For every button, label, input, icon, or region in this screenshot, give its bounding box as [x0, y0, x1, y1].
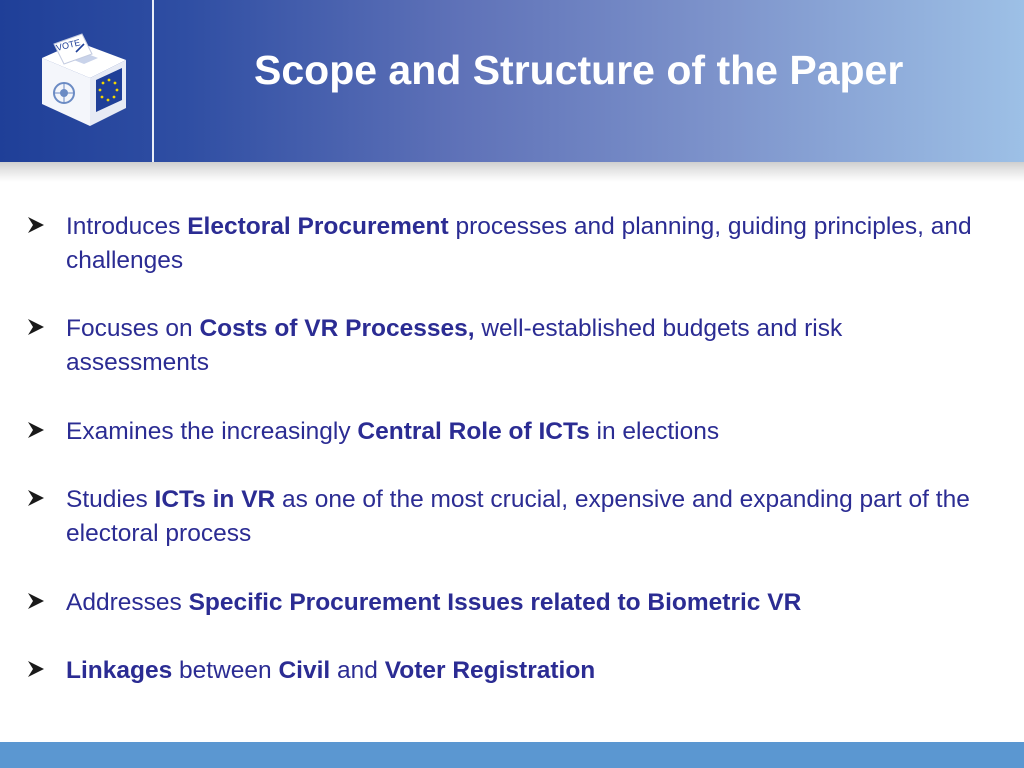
arrow-bullet-icon [28, 319, 44, 335]
slide-header: VOTE [0, 0, 1024, 162]
bullet-text-bold: Electoral Procurement [187, 213, 449, 240]
arrow-bullet-icon [28, 422, 44, 438]
arrow-bullet-icon [28, 661, 44, 677]
slide-title: Scope and Structure of the Paper [254, 47, 904, 93]
bullet-text-run: Introduces [66, 213, 188, 240]
bullet-text-run: and [330, 657, 385, 684]
bullet-text-run: Focuses on [66, 315, 200, 342]
bullet-text: Examines the increasingly Central Role o… [66, 415, 986, 449]
bullet-text: Linkages between Civil and Voter Registr… [66, 654, 986, 688]
bullet-text-run: Studies [66, 486, 155, 513]
un-emblem-icon [53, 82, 75, 104]
bullet-text-run: Addresses [66, 589, 189, 616]
bullet-text-run: in elections [589, 418, 720, 445]
bullet-text: Studies ICTs in VR as one of the most cr… [66, 483, 986, 551]
header-shadow [0, 162, 1024, 182]
bullet-text: Introduces Electoral Procurement process… [66, 210, 986, 278]
bullet-text-run: between [172, 657, 279, 684]
bullet-text-bold: Specific Procurement Issues related to B… [188, 589, 802, 616]
bullet-text-bold: Costs of VR Processes, [199, 315, 475, 342]
bullet-text-bold: ICTs in VR [154, 486, 276, 513]
bullet-text-run: Examines the increasingly [66, 418, 358, 445]
ballot-paper-icon: VOTE [53, 33, 93, 65]
header-divider [152, 0, 154, 162]
ballot-box-logo-icon: VOTE [36, 30, 132, 130]
arrow-bullet-icon [28, 490, 44, 506]
bullet-text-bold: Central Role of ICTs [357, 418, 590, 445]
footer-bar [0, 742, 1024, 768]
arrow-bullet-icon [28, 217, 44, 233]
arrow-bullet-icon [28, 593, 44, 609]
bullet-text: Focuses on Costs of VR Processes, well-e… [66, 312, 986, 380]
bullet-text-run: well-established budgets and risk assess… [66, 315, 843, 376]
bullet-text-bold: Linkages [66, 657, 173, 684]
bullet-text: Addresses Specific Procurement Issues re… [66, 586, 986, 620]
bullet-text-bold: Voter Registration [384, 657, 596, 684]
bullet-text-bold: Civil [278, 657, 331, 684]
eu-flag-icon [96, 68, 122, 112]
bullet-text-run: processes and planning, guiding principl… [66, 213, 972, 274]
bullet-text-run: as one of the most crucial, expensive an… [66, 486, 970, 547]
